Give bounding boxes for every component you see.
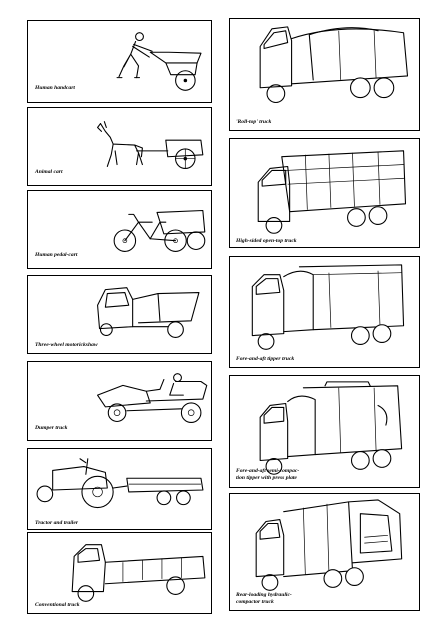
panel-rear-loading-compactor-truck: Rear-loading hydraulic- compactor truck xyxy=(229,493,420,611)
caption: Conventional truck xyxy=(35,602,80,608)
panel-fore-and-aft-tipper-truck: Fore-and-aft tipper truck xyxy=(229,256,420,368)
panel-three-wheel-motorickshaw: Three-wheel motorickshaw xyxy=(27,275,212,354)
panel-human-handcart: Human handcart xyxy=(27,20,212,103)
caption: Human handcart xyxy=(35,85,75,91)
panel-conventional-truck: Conventional truck xyxy=(27,532,212,614)
panel-dumper-truck: Dumper truck xyxy=(27,361,212,441)
caption: Fore-and-aft semi-compac- tion tipper wi… xyxy=(236,468,300,481)
panel-tractor-and-trailer: Tractor and trailer xyxy=(27,448,212,530)
dumper-truck-icon xyxy=(97,373,208,423)
panel-animal-cart: Animal cart xyxy=(27,107,212,186)
caption: High-sided open-top truck xyxy=(236,238,297,244)
caption: Human pedal-cart xyxy=(35,252,78,258)
caption: Rear-loading hydraulic- compactor truck xyxy=(236,592,292,605)
pedal-cart-icon xyxy=(113,209,206,252)
panel-semi-compaction-tipper: Fore-and-aft semi-compac- tion tipper wi… xyxy=(229,375,420,488)
high-sided-truck-icon xyxy=(257,150,407,234)
panel-high-sided-open-top-truck: High-sided open-top truck xyxy=(229,138,420,248)
conventional-truck-icon xyxy=(71,544,206,602)
compactor-truck-icon xyxy=(255,499,403,591)
panel-roll-top-truck: 'Roll-top' truck xyxy=(229,18,420,131)
roll-top-truck-icon xyxy=(259,26,409,104)
animal-cart-icon xyxy=(97,121,204,169)
caption: Animal cart xyxy=(35,169,63,175)
tipper-truck-icon xyxy=(251,264,405,350)
caption: Three-wheel motorickshaw xyxy=(35,342,98,348)
motorickshaw-icon xyxy=(97,287,200,338)
caption: Dumper truck xyxy=(35,425,68,431)
handcart-icon xyxy=(116,32,202,91)
panel-human-pedal-cart: Human pedal-cart xyxy=(27,190,212,269)
semi-compaction-tipper-icon xyxy=(259,381,403,475)
caption: Fore-and-aft tipper truck xyxy=(236,356,295,362)
caption: Tractor and trailer xyxy=(35,520,78,526)
tractor-trailer-icon xyxy=(36,458,204,509)
caption: 'Roll-top' truck xyxy=(236,119,272,125)
